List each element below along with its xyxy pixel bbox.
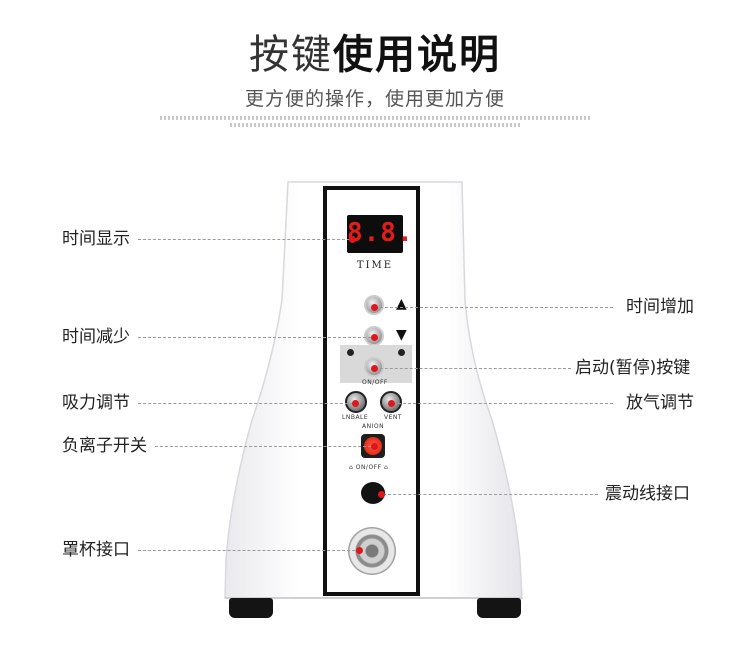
anion-label: ANION [362, 423, 385, 430]
marker-dot [356, 547, 363, 554]
label-vibration-port: 震动线接口 [605, 484, 690, 504]
label-start-pause: 启动(暂停)按键 [575, 358, 691, 378]
display-digits: 8.8. [347, 218, 414, 248]
chevron-down-icon: ▼ [396, 327, 407, 343]
knob-right-label: VENT [384, 414, 403, 421]
marker-dot [352, 400, 359, 407]
page-title: 按键使用说明 [0, 22, 750, 80]
leader-time-display [138, 239, 350, 240]
leader-time-decrease [138, 337, 371, 338]
label-deflate-adjust: 放气调节 [626, 393, 694, 413]
leader-anion [155, 446, 371, 447]
marker-dot [371, 304, 378, 311]
device-foot-right [477, 598, 521, 618]
onoff-label-2: ⌂ ON/OFF ⌂ [349, 464, 389, 471]
time-display [347, 215, 403, 253]
leader-cup-port [138, 550, 360, 551]
marker-dot [371, 365, 378, 372]
label-time-increase: 时间增加 [626, 297, 694, 317]
leader-start-pause [375, 368, 571, 369]
onoff-text: ON/OFF [355, 464, 382, 471]
label-anion-switch: 负离子开关 [62, 436, 147, 456]
indicator-light [347, 349, 354, 356]
vibration-jack[interactable] [361, 482, 385, 504]
label-cup-port: 罩杯接口 [62, 540, 130, 560]
leader-deflate [393, 403, 613, 404]
decorative-text-line [160, 116, 590, 120]
marker-dot [388, 400, 395, 407]
title-bold: 使用说明 [333, 32, 501, 78]
onoff-label: ON/OFF [362, 379, 388, 386]
marker-dot [371, 334, 378, 341]
label-time-decrease: 时间减少 [62, 327, 130, 347]
indicator-light [398, 349, 405, 356]
title-light: 按键 [249, 32, 333, 78]
time-label: TIME [356, 260, 394, 271]
leader-suction [138, 403, 353, 404]
label-suction-adjust: 吸力调节 [62, 393, 130, 413]
leader-vibration [383, 494, 598, 495]
knob-left-label: LNBALE [342, 414, 369, 421]
page-subtitle: 更方便的操作，使用更加方便 [244, 88, 505, 110]
leader-time-increase [375, 307, 613, 308]
decorative-text-line [230, 123, 520, 127]
marker-dot [349, 236, 356, 243]
chevron-up-icon: ▲ [396, 296, 407, 312]
label-time-display: 时间显示 [62, 229, 130, 249]
marker-dot [371, 443, 378, 450]
device-foot-left [229, 598, 273, 618]
marker-dot [378, 491, 385, 498]
